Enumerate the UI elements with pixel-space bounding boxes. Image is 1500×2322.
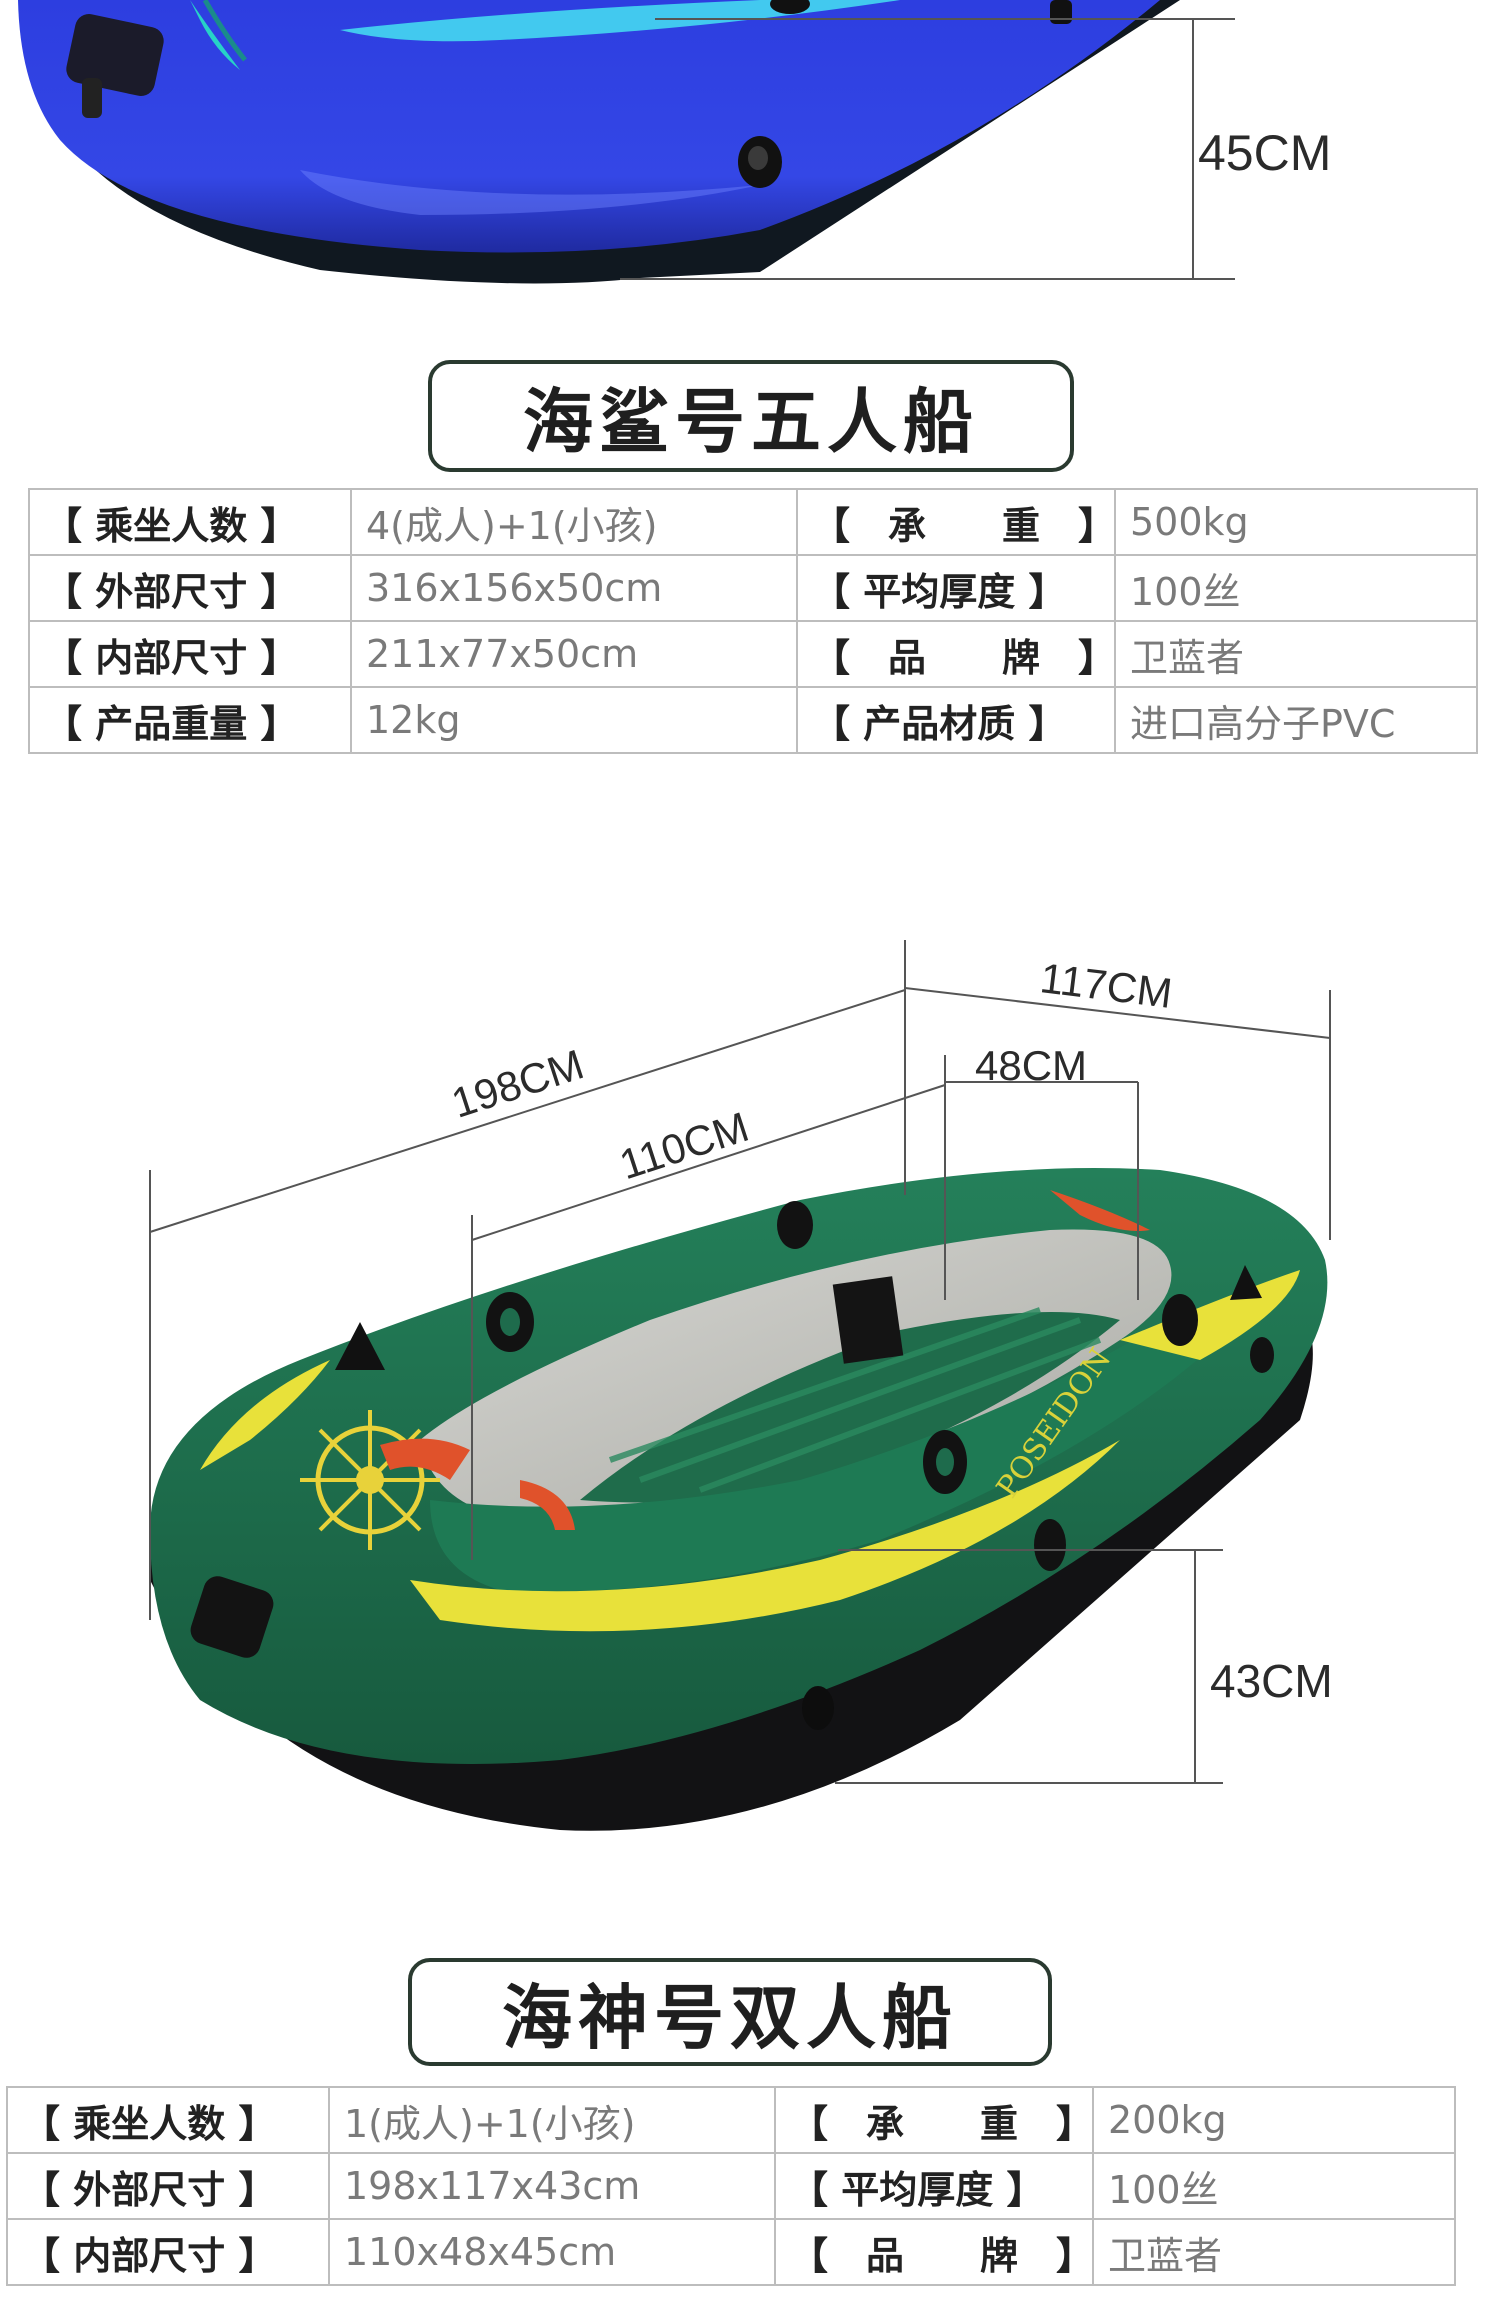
green-boat-image: POSEIDON	[150, 1168, 1328, 1831]
spec-key: 【 产品材质 】	[796, 686, 1116, 754]
spec-value: 卫蓝者	[1114, 620, 1478, 688]
spec-value: 进口高分子PVC	[1114, 686, 1478, 754]
dim-line-top-45	[655, 18, 1235, 20]
table-row: 【 乘坐人数 】 1(成人)+1(小孩) 【 承 重 】 200kg	[6, 2086, 1456, 2154]
spec-key: 【 乘坐人数 】	[28, 488, 352, 556]
spec-value: 1(成人)+1(小孩)	[328, 2086, 776, 2154]
boat1-spec-table: 【 乘坐人数 】 4(成人)+1(小孩) 【 承 重 】 500kg 【 外部尺…	[28, 488, 1478, 754]
spec-key: 【 内部尺寸 】	[28, 620, 352, 688]
spec-key: 【 品 牌 】	[796, 620, 1116, 688]
spec-value: 110x48x45cm	[328, 2218, 776, 2286]
table-row: 【 内部尺寸 】 211x77x50cm 【 品 牌 】 卫蓝者	[28, 620, 1478, 688]
spec-key: 【 外部尺寸 】	[28, 554, 352, 622]
boat1-title: 海鲨号五人船	[428, 360, 1074, 472]
spec-value: 12kg	[350, 686, 798, 754]
boat2-dimension-lines	[149, 940, 1331, 1784]
spec-value: 198x117x43cm	[328, 2152, 776, 2220]
spec-key: 【 外部尺寸 】	[6, 2152, 330, 2220]
spec-value: 100丝	[1092, 2152, 1456, 2220]
spec-key: 【 平均厚度 】	[774, 2152, 1094, 2220]
spec-value: 316x156x50cm	[350, 554, 798, 622]
dim-label-inner-width: 48CM	[975, 1042, 1088, 1089]
table-row: 【 外部尺寸 】 198x117x43cm 【 平均厚度 】 100丝	[6, 2152, 1456, 2220]
table-row: 【 乘坐人数 】 4(成人)+1(小孩) 【 承 重 】 500kg	[28, 488, 1478, 556]
spec-value: 卫蓝者	[1092, 2218, 1456, 2286]
spec-value: 4(成人)+1(小孩)	[350, 488, 798, 556]
spec-key: 【 产品重量 】	[28, 686, 352, 754]
boat2-spec-table: 【 乘坐人数 】 1(成人)+1(小孩) 【 承 重 】 200kg 【 外部尺…	[6, 2086, 1456, 2286]
spec-key: 【 承 重 】	[796, 488, 1116, 556]
table-row: 【 产品重量 】 12kg 【 产品材质 】 进口高分子PVC	[28, 686, 1478, 754]
table-row: 【 内部尺寸 】 110x48x45cm 【 品 牌 】 卫蓝者	[6, 2218, 1456, 2286]
boat2-title: 海神号双人船	[408, 1958, 1052, 2066]
spec-value: 500kg	[1114, 488, 1478, 556]
table-row: 【 外部尺寸 】 316x156x50cm 【 平均厚度 】 100丝	[28, 554, 1478, 622]
spec-value: 211x77x50cm	[350, 620, 798, 688]
spec-key: 【 承 重 】	[774, 2086, 1094, 2154]
dim-line-bottom-45	[620, 278, 1235, 280]
dim-label-height: 43CM	[1210, 1655, 1333, 1707]
spec-value: 100丝	[1114, 554, 1478, 622]
spec-key: 【 乘坐人数 】	[6, 2086, 330, 2154]
spec-value: 200kg	[1092, 2086, 1456, 2154]
spec-key: 【 内部尺寸 】	[6, 2218, 330, 2286]
spec-key: 【 品 牌 】	[774, 2218, 1094, 2286]
blue-boat-image	[18, 0, 1180, 284]
height-label-45: 45CM	[1198, 125, 1332, 181]
spec-key: 【 平均厚度 】	[796, 554, 1116, 622]
dim-line-vert-45	[1192, 18, 1194, 280]
